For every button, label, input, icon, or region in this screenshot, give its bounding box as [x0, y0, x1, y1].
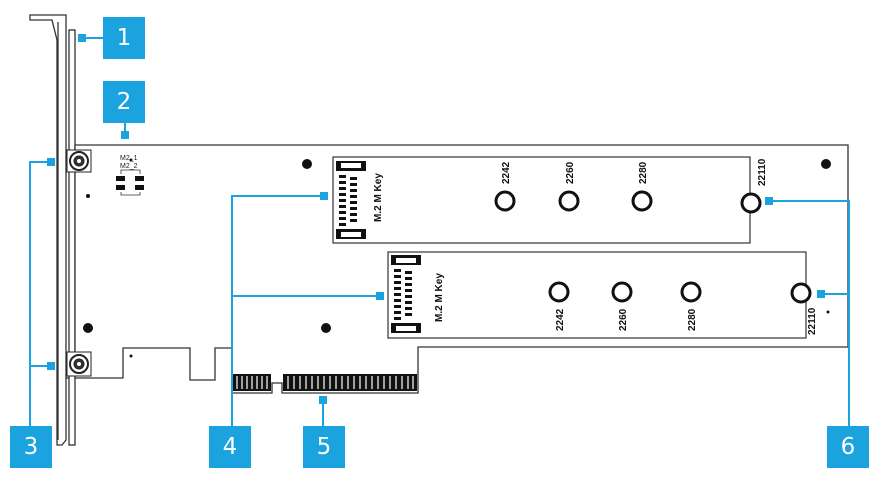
svg-text:2242: 2242	[501, 161, 512, 184]
callout-6: 6	[827, 426, 869, 468]
standoff-2242-bottom: 2242	[548, 281, 570, 331]
svg-text:22110: 22110	[807, 307, 818, 335]
callout-4: 4	[209, 426, 251, 468]
m2-slot-bottom: M.2 M Key 2242 2260 2280 22110	[387, 251, 818, 339]
switch-label-1: M2_1	[120, 155, 138, 162]
standoff-2260-top: 2260	[558, 161, 580, 212]
svg-text:2260: 2260	[618, 308, 629, 331]
switch-label-2: M2_2	[120, 163, 138, 170]
standoff-2280-top: 2280	[631, 161, 653, 212]
callout-3: 3	[10, 426, 52, 468]
svg-text:2280: 2280	[638, 161, 649, 184]
bracket-screw-bottom	[66, 351, 92, 377]
pcie-connector	[233, 374, 417, 391]
callout-1: 1	[103, 17, 145, 59]
svg-text:2242: 2242	[555, 308, 566, 331]
standoff-22110-top: 22110	[740, 158, 768, 214]
callout-leaders	[29, 37, 850, 428]
callout-2: 2	[103, 81, 145, 123]
svg-text:2280: 2280	[687, 308, 698, 331]
standoff-2280-bottom: 2280	[680, 281, 702, 331]
standoff-22110-bottom: 22110	[790, 282, 818, 335]
callout-markers	[47, 34, 825, 404]
callout-5: 5	[303, 426, 345, 468]
svg-text:22110: 22110	[757, 158, 768, 186]
m2-key-label-bottom: M.2 M Key	[434, 273, 445, 322]
standoff-2260-bottom: 2260	[611, 281, 633, 331]
m2-key-label-top: M.2 M Key	[373, 173, 384, 222]
m2-connector-bottom	[391, 255, 421, 333]
svg-text:2260: 2260	[565, 161, 576, 184]
m2-connector-top	[336, 161, 366, 239]
mounting-bracket	[29, 14, 76, 446]
pcb-mounting-holes	[83, 158, 831, 358]
standoff-2242-top: 2242	[494, 161, 516, 212]
bracket-screw-top	[66, 149, 92, 173]
switch-component	[116, 169, 144, 196]
m2-slot-top: M.2 M Key 2242 2260 2280 22110	[332, 156, 768, 244]
